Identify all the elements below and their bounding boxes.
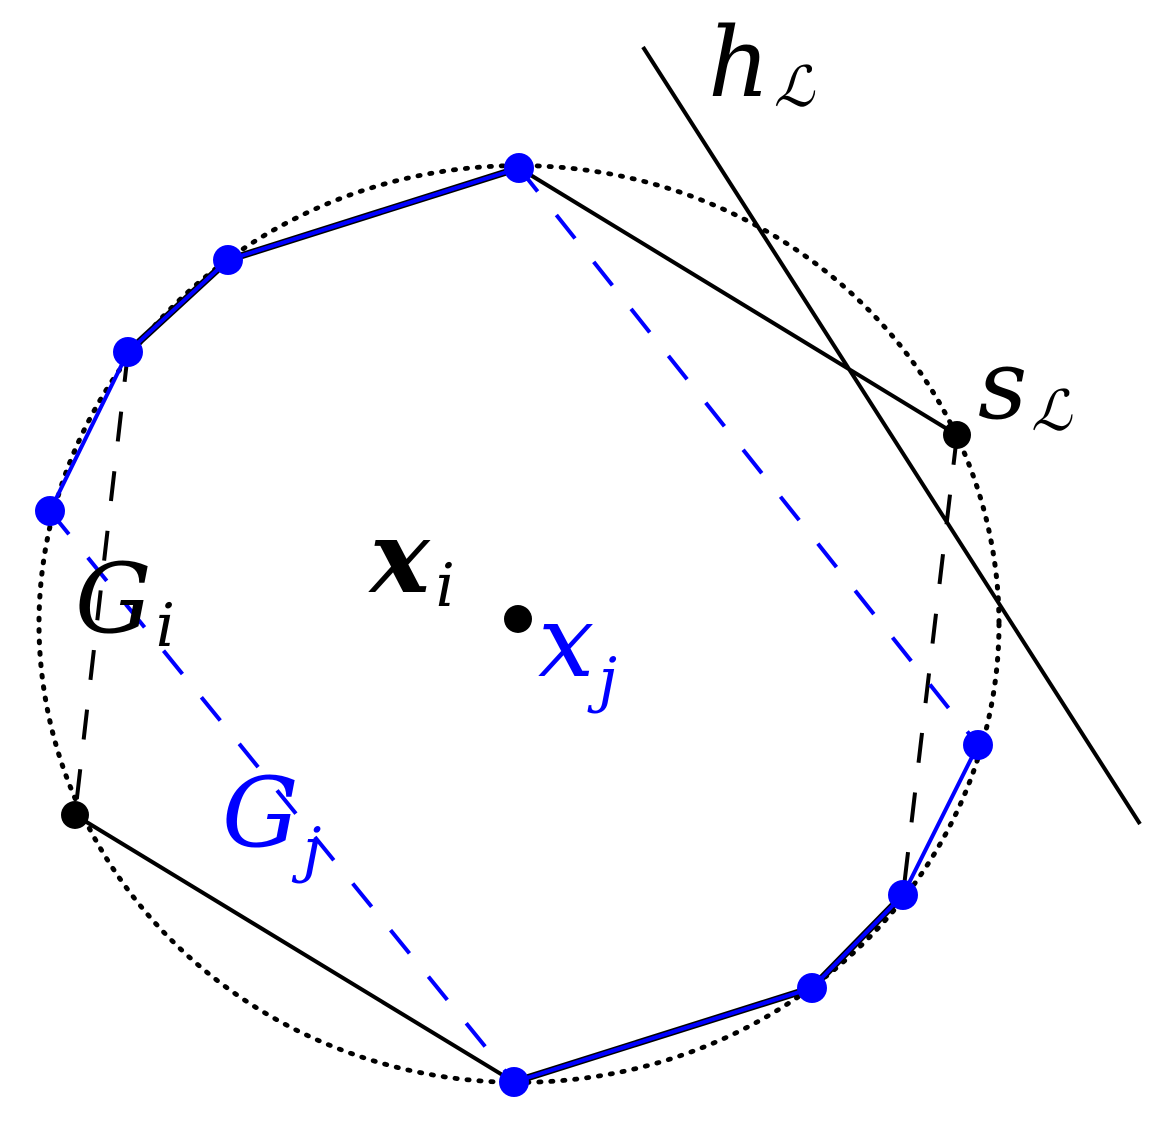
label-h-l: hℒ	[708, 7, 816, 120]
vertex-blue	[963, 730, 993, 760]
center-point	[504, 605, 532, 633]
gi-dashed-edge-right	[901, 434, 959, 896]
vertex-blue	[213, 245, 243, 275]
gi-solid-edge-top	[517, 166, 959, 437]
label-x-j: xj	[538, 583, 617, 715]
gi-solid-edge-lower-right	[512, 892, 906, 1086]
gj-solid-edge-lower-right	[513, 744, 980, 1084]
gj-dashed-edge-left	[48, 509, 516, 1084]
vertex-blue	[888, 880, 918, 910]
vertex-blue	[113, 337, 143, 367]
vertex-black	[61, 801, 89, 829]
gj-solid-edge-upper-left	[48, 166, 520, 512]
gi-solid-edge-bottom	[73, 813, 516, 1084]
hyperplane-line	[641, 45, 1142, 826]
label-g-j: Gj	[222, 757, 321, 885]
vertex-blue	[797, 973, 827, 1003]
gi-dashed-edge-left	[73, 351, 130, 816]
gi-solid-edge-upper-left	[125, 164, 521, 355]
gj-dashed-edge-right	[517, 166, 980, 747]
vertex-blue	[504, 153, 534, 183]
label-s-l: sℒ	[978, 329, 1073, 444]
label-g-i: Gi	[75, 543, 175, 661]
vertex-blue	[35, 496, 65, 526]
vertex-blue	[499, 1067, 529, 1097]
point-s-l	[943, 421, 971, 449]
